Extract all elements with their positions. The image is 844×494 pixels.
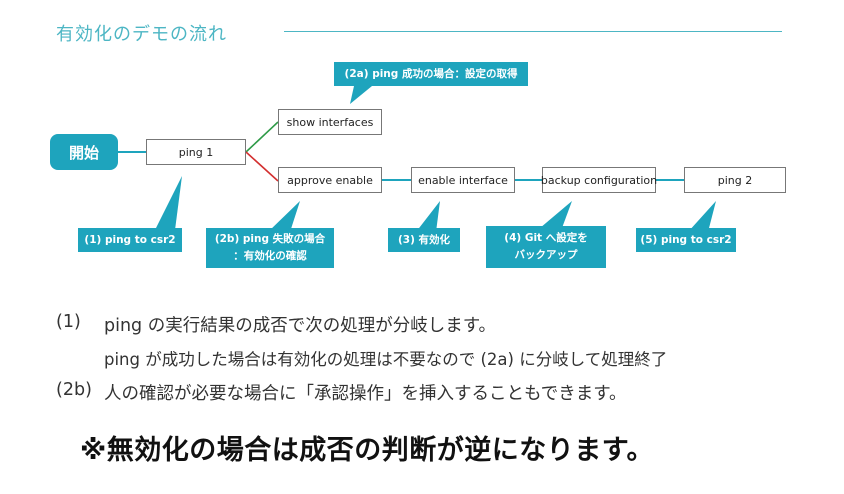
callout-3-text: (3) 有効化 bbox=[397, 233, 451, 246]
warning-note: ※無効化の場合は成否の判断が逆になります。 bbox=[80, 435, 655, 466]
callout-2b-pointer bbox=[268, 201, 300, 232]
page-title: 有効化のデモの流れ bbox=[56, 24, 227, 45]
callout-2b: (2b) ping 失敗の場合 ：有効化の確認 bbox=[206, 228, 334, 268]
callout-1: (1) ping to csr2 bbox=[78, 228, 182, 252]
callout-1-pointer bbox=[155, 176, 182, 230]
callout-3-pointer bbox=[416, 201, 440, 232]
callout-4: (4) Git へ設定を バックアップ bbox=[486, 226, 606, 268]
note-2b-text: 人の確認が必要な場合に「承認操作」を挿入することもできます。 bbox=[104, 384, 627, 404]
node-ping2: ping 2 bbox=[684, 167, 786, 193]
callout-5: (5) ping to csr2 bbox=[636, 228, 736, 252]
note-1-continuation: ping が成功した場合は有効化の処理は不要なので (2a) に分岐して処理終了 bbox=[104, 350, 668, 369]
callout-3: (3) 有効化 bbox=[388, 228, 460, 252]
connector-failure-branch bbox=[245, 151, 279, 182]
callout-2b-line2: ：有効化の確認 bbox=[233, 250, 307, 262]
callout-4-pointer bbox=[540, 201, 572, 228]
callout-4-line2: バックアップ bbox=[514, 249, 578, 261]
node-show-interfaces: show interfaces bbox=[278, 109, 382, 135]
note-1-label: (1) bbox=[56, 312, 81, 332]
callout-2a-pointer bbox=[350, 86, 372, 104]
node-approve-enable: approve enable bbox=[278, 167, 382, 193]
callout-1-text: (1) ping to csr2 bbox=[84, 233, 176, 246]
connector-success-branch bbox=[245, 121, 279, 153]
callout-2a: (2a) ping 成功の場合：設定の取得 bbox=[334, 62, 528, 86]
note-1-text: ping の実行結果の成否で次の処理が分岐します。 bbox=[104, 316, 496, 336]
node-ping1: ping 1 bbox=[146, 139, 246, 165]
node-enable-interface: enable interface bbox=[411, 167, 515, 193]
start-button: 開始 bbox=[50, 134, 118, 170]
callout-2b-line1: (2b) ping 失敗の場合 bbox=[214, 233, 326, 246]
callout-5-text: (5) ping to csr2 bbox=[640, 233, 732, 246]
callout-5-pointer bbox=[688, 201, 716, 232]
note-2b-label: (2b) bbox=[56, 380, 92, 400]
title-divider bbox=[284, 31, 782, 32]
callout-2a-text: (2a) ping 成功の場合：設定の取得 bbox=[344, 67, 518, 80]
node-backup-configuration: backup configuration bbox=[541, 167, 657, 193]
callout-4-line1: (4) Git へ設定を bbox=[504, 232, 588, 245]
